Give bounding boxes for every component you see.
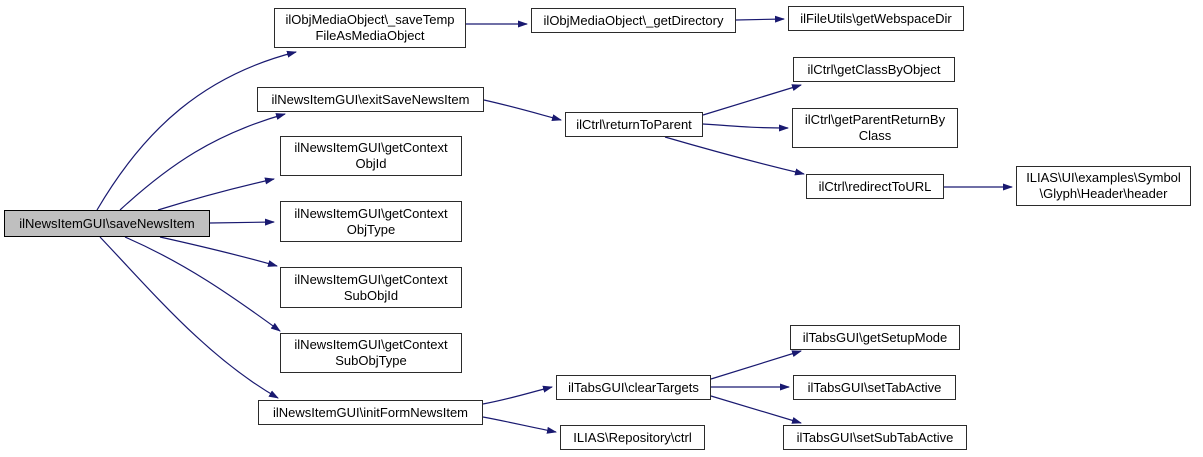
edge-clearTargets-to-setSubTabActive	[710, 395, 802, 424]
graph-node-getSetupMode[interactable]: ilTabsGUI\getSetupMode	[790, 325, 960, 350]
edge-returnToParent-to-getParentReturnByClass	[702, 123, 789, 132]
graph-node-getClassByObject[interactable]: ilCtrl\getClassByObject	[793, 57, 955, 82]
graph-node-saveTempFileAsMediaObject[interactable]: ilObjMediaObject\_saveTemp FileAsMediaOb…	[274, 8, 466, 48]
graph-node-saveNewsItem: ilNewsItemGUI\saveNewsItem	[4, 210, 210, 237]
edge-saveNewsItem-to-getContextObjType	[209, 218, 275, 226]
graph-node-label: ilObjMediaObject\_getDirectory	[543, 12, 724, 28]
graph-node-repositoryCtrl[interactable]: ILIAS\Repository\ctrl	[560, 425, 705, 450]
graph-node-getContextObjId[interactable]: ilNewsItemGUI\getContext ObjId	[280, 136, 462, 176]
graph-node-returnToParent[interactable]: ilCtrl\returnToParent	[565, 112, 703, 137]
edge-getDirectory-to-getWebspaceDir	[735, 15, 785, 23]
graph-node-getDirectory[interactable]: ilObjMediaObject\_getDirectory	[531, 8, 736, 33]
edge-saveNewsItem-to-getContextSubObjId	[159, 236, 278, 267]
graph-node-label: ilTabsGUI\setSubTabActive	[796, 429, 954, 445]
edge-exitSaveNewsItem-to-returnToParent	[483, 99, 562, 122]
graph-node-label: ilNewsItemGUI\getContext ObjId	[294, 140, 448, 171]
graph-node-label: ilTabsGUI\clearTargets	[568, 379, 699, 395]
graph-node-redirectToURL[interactable]: ilCtrl\redirectToURL	[806, 174, 944, 199]
edge-saveNewsItem-to-exitSaveNewsItem	[119, 113, 286, 211]
graph-node-setSubTabActive[interactable]: ilTabsGUI\setSubTabActive	[783, 425, 967, 450]
graph-node-getWebspaceDir[interactable]: ilFileUtils\getWebspaceDir	[788, 6, 964, 31]
graph-node-label: ilCtrl\getClassByObject	[807, 61, 941, 77]
edge-saveNewsItem-to-saveTempFileAsMediaObject	[96, 50, 297, 211]
graph-node-label: ilCtrl\getParentReturnBy Class	[804, 112, 946, 143]
graph-node-label: ilObjMediaObject\_saveTemp FileAsMediaOb…	[285, 12, 455, 43]
graph-node-label: ILIAS\UI\examples\Symbol \Glyph\Header\h…	[1026, 170, 1181, 201]
graph-node-label: ilNewsItemGUI\getContext SubObjId	[294, 271, 448, 303]
graph-node-initFormNewsItem[interactable]: ilNewsItemGUI\initFormNewsItem	[258, 400, 483, 425]
graph-node-getContextSubObjId[interactable]: ilNewsItemGUI\getContext SubObjId	[280, 267, 462, 308]
graph-node-label: ilNewsItemGUI\initFormNewsItem	[272, 404, 469, 420]
graph-node-label: ilCtrl\returnToParent	[576, 116, 692, 132]
graph-node-getContextObjType[interactable]: ilNewsItemGUI\getContext ObjType	[280, 201, 462, 242]
graph-node-label: ilNewsItemGUI\exitSaveNewsItem	[271, 91, 470, 107]
edge-returnToParent-to-redirectToURL	[664, 136, 805, 176]
edge-saveNewsItem-to-getContextSubObjType	[124, 236, 281, 332]
edge-initFormNewsItem-to-repositoryCtrl	[482, 416, 557, 434]
edge-saveNewsItem-to-getContextObjId	[157, 177, 275, 211]
graph-node-label: ILIAS\Repository\ctrl	[573, 429, 692, 445]
edge-clearTargets-to-getSetupMode	[710, 350, 802, 380]
graph-node-label: ilCtrl\redirectToURL	[818, 178, 932, 194]
graph-node-getParentReturnByClass[interactable]: ilCtrl\getParentReturnBy Class	[792, 108, 958, 148]
graph-node-label: ilNewsItemGUI\saveNewsItem	[19, 215, 195, 231]
edge-saveNewsItem-to-initFormNewsItem	[99, 236, 279, 399]
graph-node-label: ilNewsItemGUI\getContext SubObjType	[294, 337, 448, 368]
edge-initFormNewsItem-to-clearTargets	[482, 385, 553, 405]
graph-node-getContextSubObjType[interactable]: ilNewsItemGUI\getContext SubObjType	[280, 333, 462, 373]
graph-node-label: ilFileUtils\getWebspaceDir	[800, 10, 952, 26]
graph-node-label: ilTabsGUI\getSetupMode	[802, 329, 948, 345]
graph-node-label: ilTabsGUI\setTabActive	[807, 379, 942, 395]
edge-returnToParent-to-getClassByObject	[702, 84, 802, 116]
graph-node-exitSaveNewsItem[interactable]: ilNewsItemGUI\exitSaveNewsItem	[257, 87, 484, 112]
graph-node-headerExample[interactable]: ILIAS\UI\examples\Symbol \Glyph\Header\h…	[1016, 166, 1191, 206]
graph-node-setTabActive[interactable]: ilTabsGUI\setTabActive	[793, 375, 956, 400]
graph-node-clearTargets[interactable]: ilTabsGUI\clearTargets	[556, 375, 711, 400]
graph-node-label: ilNewsItemGUI\getContext ObjType	[294, 205, 448, 237]
